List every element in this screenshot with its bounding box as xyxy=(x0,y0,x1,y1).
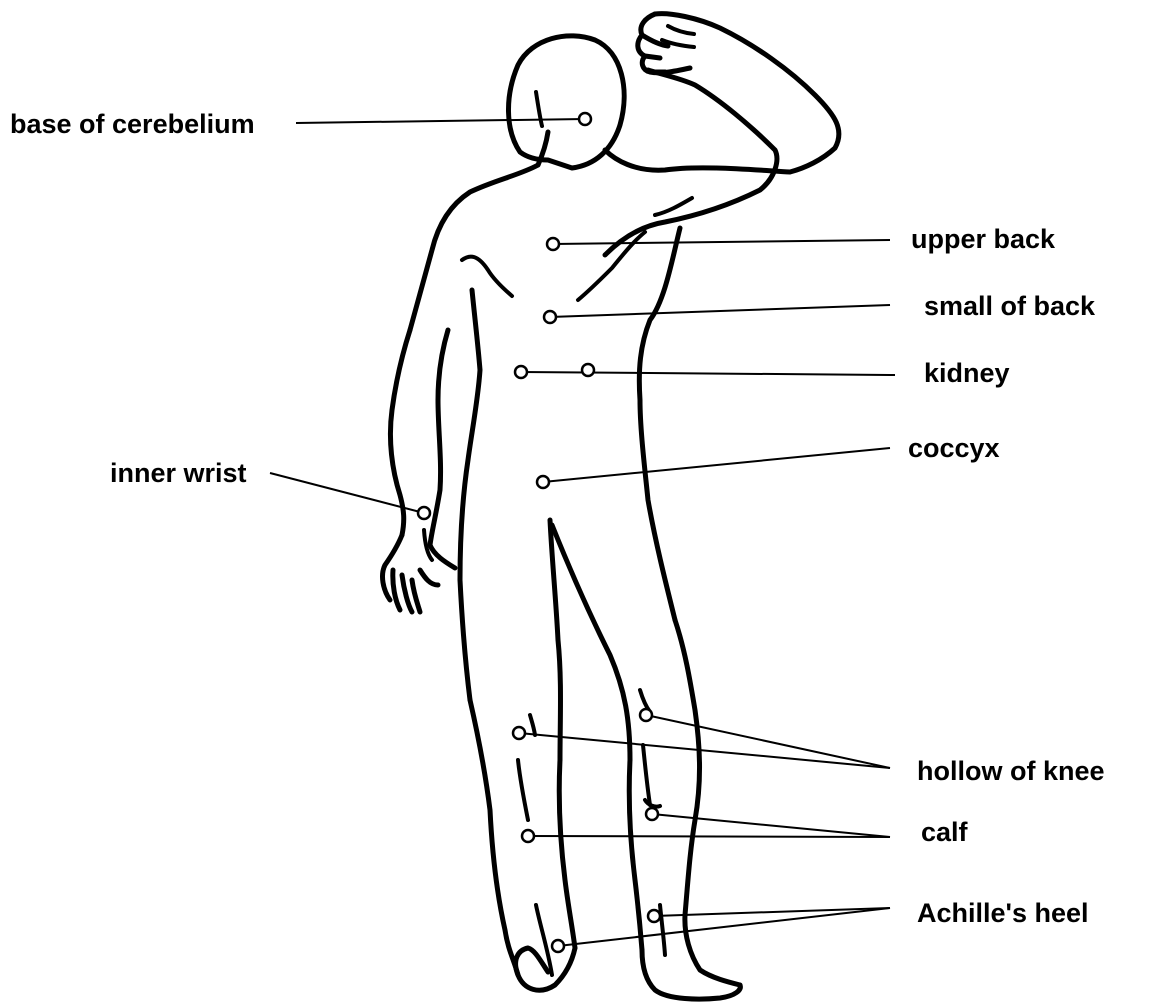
human-figure-back-view xyxy=(383,14,839,999)
label-calf: calf xyxy=(921,817,969,847)
raised-arm-inner xyxy=(605,70,777,255)
leader-coccyx xyxy=(543,448,890,482)
calf-line-left xyxy=(518,760,528,820)
point-inner-wrist xyxy=(418,507,430,519)
leader-lines xyxy=(270,119,895,946)
knee-crease-left xyxy=(530,715,535,735)
leader-upper-back xyxy=(553,240,890,244)
point-achilles-left xyxy=(552,940,564,952)
point-calf-left xyxy=(522,830,534,842)
point-hollow-of-knee-left xyxy=(513,727,525,739)
point-kidney-right xyxy=(582,364,594,376)
leader-calf-2 xyxy=(528,836,890,837)
ear-line xyxy=(536,92,542,126)
torso-right xyxy=(639,228,680,620)
leader-hollow-of-knee-1 xyxy=(646,715,890,768)
label-base-of-cerebelium: base of cerebelium xyxy=(10,109,255,139)
back-muscle-line xyxy=(655,198,692,215)
point-calf-right xyxy=(646,808,658,820)
torso-left xyxy=(460,290,480,700)
leg-right-outer xyxy=(675,620,740,985)
leg-left-inner xyxy=(550,520,575,948)
calf-line-right xyxy=(643,745,650,805)
point-achilles-right xyxy=(648,910,660,922)
point-hollow-of-knee-right xyxy=(640,709,652,721)
label-hollow-of-knee: hollow of knee xyxy=(917,756,1105,786)
leader-hollow-of-knee-2 xyxy=(519,733,890,768)
label-achilles-heel: Achille's heel xyxy=(917,898,1089,928)
point-upper-back xyxy=(547,238,559,250)
label-upper-back: upper back xyxy=(911,224,1056,254)
scapula-left xyxy=(462,257,512,296)
calf-mark-right xyxy=(645,800,660,807)
leader-kidney xyxy=(521,372,895,375)
point-base-of-cerebelium xyxy=(579,113,591,125)
label-inner-wrist: inner wrist xyxy=(110,458,247,488)
head-outline xyxy=(508,36,624,168)
left-arm-inner xyxy=(430,330,455,568)
label-small-of-back: small of back xyxy=(924,291,1096,321)
point-kidney-left xyxy=(515,366,527,378)
label-kidney: kidney xyxy=(924,358,1010,388)
foot-left xyxy=(516,948,548,975)
leader-calf-1 xyxy=(652,814,890,837)
label-coccyx: coccyx xyxy=(908,433,1000,463)
leader-small-of-back xyxy=(550,305,890,317)
point-small-of-back xyxy=(544,311,556,323)
achilles-right xyxy=(660,905,665,955)
point-coccyx xyxy=(537,476,549,488)
